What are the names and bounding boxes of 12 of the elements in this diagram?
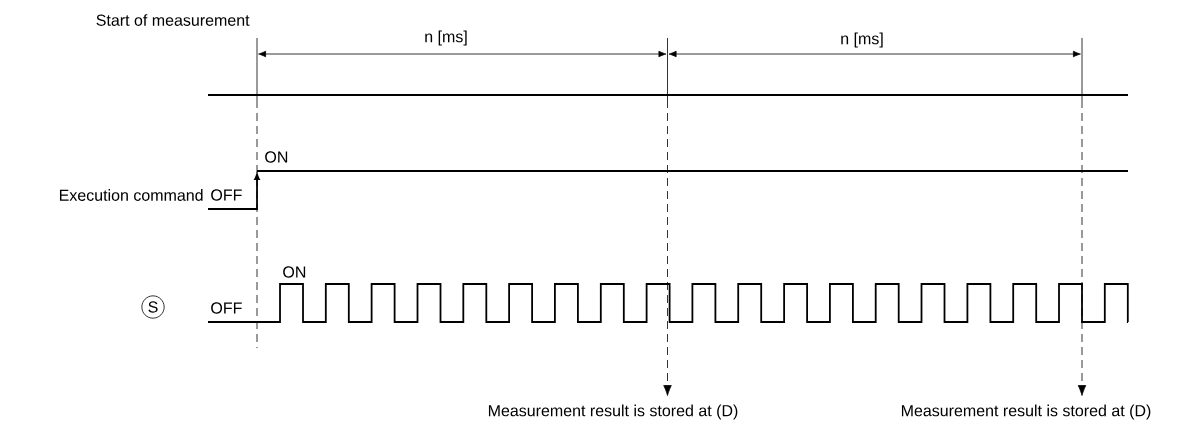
signal-name: Execution command — [59, 189, 203, 201]
state-label: OFF — [211, 302, 242, 314]
state-label: ON — [265, 151, 288, 163]
state-label: ON — [283, 266, 306, 278]
arrow — [1077, 99, 1087, 396]
annotation-text: Start of measurement — [96, 14, 250, 26]
result-text: Measurement result is stored at (D) — [488, 404, 738, 420]
arrow — [663, 99, 672, 396]
dimension-label: n [ms] — [841, 32, 883, 48]
dimension-label: n [ms] — [425, 30, 467, 46]
result-text: Measurement result is stored at (D) — [901, 404, 1151, 420]
state-label: OFF — [211, 189, 242, 201]
